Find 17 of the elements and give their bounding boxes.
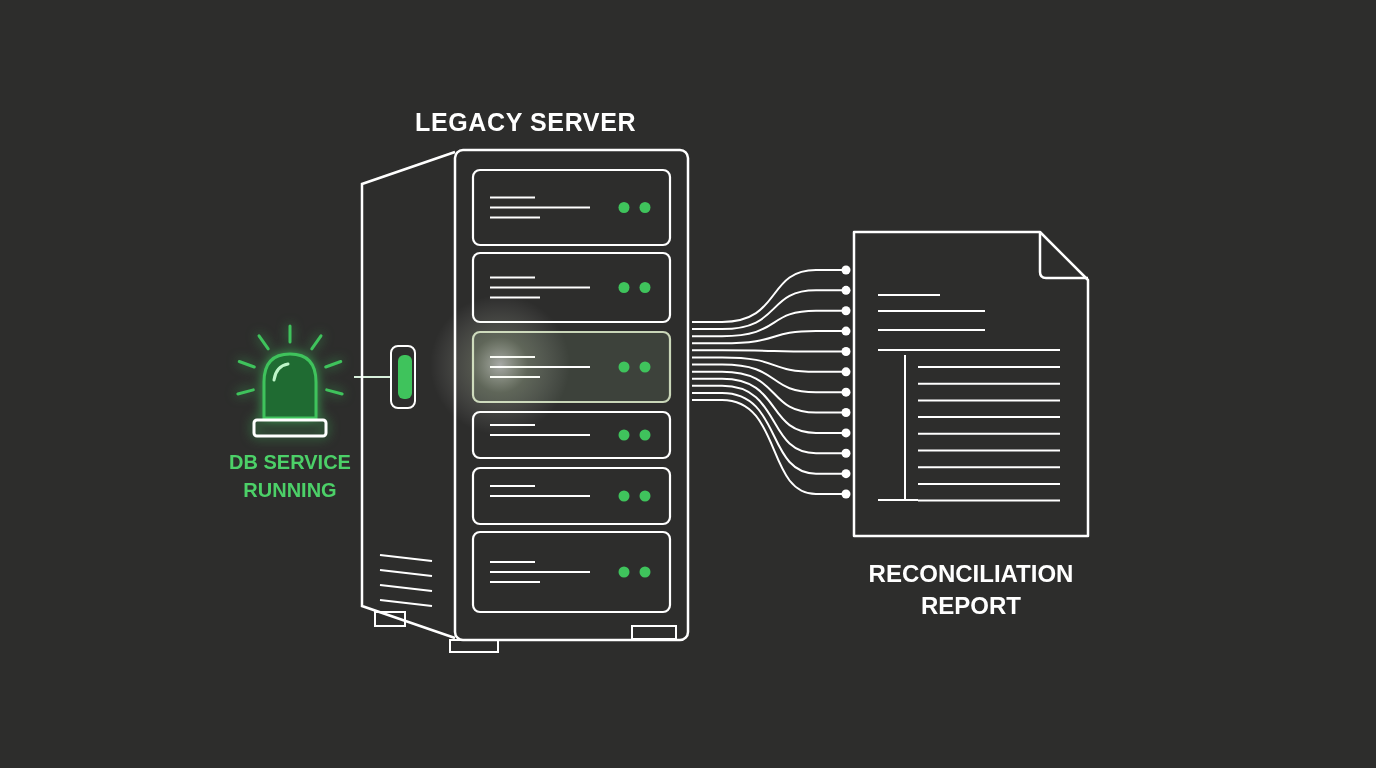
wire xyxy=(691,377,851,438)
wire xyxy=(691,346,851,356)
wire xyxy=(691,399,851,499)
wire xyxy=(691,363,851,397)
wire xyxy=(691,384,851,458)
wire xyxy=(691,285,851,331)
wire xyxy=(691,391,851,479)
status-label: DB SERVICE RUNNING xyxy=(228,450,352,503)
report-label: RECONCILIATION REPORT xyxy=(867,559,1075,621)
connector-port xyxy=(390,345,416,409)
wire xyxy=(691,326,851,345)
wire xyxy=(691,265,851,323)
wire xyxy=(691,356,851,377)
wire xyxy=(691,370,851,418)
connector-line xyxy=(353,376,391,378)
server-title: LEGACY SERVER xyxy=(415,107,637,138)
wire xyxy=(691,306,851,338)
